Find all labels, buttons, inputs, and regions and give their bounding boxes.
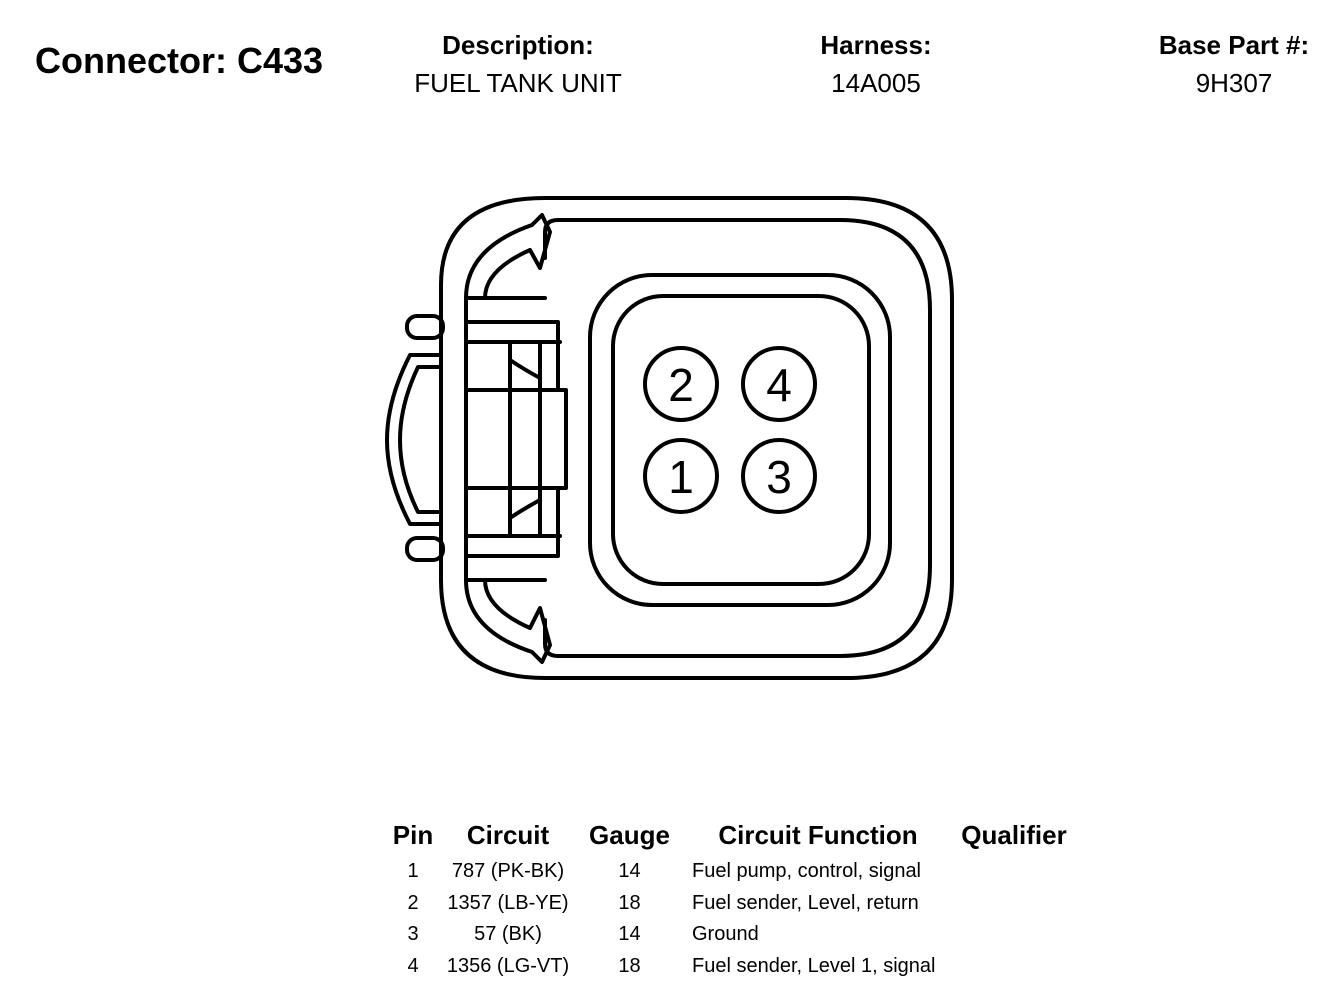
header-function: Circuit Function [718, 820, 918, 850]
row-gauge: 14 [618, 923, 641, 945]
row-circuit: 1357 (LB-YE) [447, 891, 569, 914]
row-qualifier [954, 888, 1074, 920]
pin-cavity-3 [741, 438, 817, 514]
harness-value: 14A005 [831, 68, 921, 98]
row-gauge: 14 [618, 860, 641, 882]
row-circuit: 57 (BK) [474, 923, 542, 945]
lock-lever [385, 353, 443, 526]
row-function: Fuel sender, Level, return [692, 891, 919, 914]
housing-outer [439, 196, 954, 680]
pin-table-header-row: Pin Circuit Gauge Circuit Function Quali… [387, 818, 1074, 856]
harness-block: Harness: 14A005 [776, 30, 976, 98]
description-label: Description: [442, 30, 594, 60]
pin-label-4: 4 [766, 359, 792, 411]
table-row: 3 57 (BK) 14 Ground [387, 919, 1074, 951]
pin-cavity-4 [741, 346, 817, 422]
connector-title: Connector: C433 [35, 40, 324, 81]
description-block: Description: FUEL TANK UNIT [380, 30, 656, 98]
basepart-label: Base Part #: [1158, 30, 1310, 60]
table-row: 4 1356 (LG-VT) 18 Fuel sender, Level 1, … [387, 951, 1074, 983]
row-qualifier [954, 856, 1074, 888]
row-circuit: 1356 (LG-VT) [446, 954, 570, 977]
row-circuit: 787 (PK-BK) [451, 860, 565, 882]
pin-label-3: 3 [766, 451, 792, 503]
row-gauge: 18 [618, 891, 641, 914]
latch-hook-bottom [464, 578, 552, 664]
tpa-key [538, 388, 568, 490]
pin-label-1: 1 [668, 451, 694, 503]
harness-label: Harness: [820, 30, 932, 60]
row-pin: 4 [407, 954, 419, 977]
row-gauge: 18 [618, 954, 641, 977]
basepart-value: 9H307 [1195, 68, 1273, 98]
row-pin: 2 [407, 891, 419, 914]
housing-inner-wall [543, 218, 932, 658]
table-row: 2 1357 (LB-YE) 18 Fuel sender, Level, re… [387, 888, 1074, 920]
header-pin: Pin [392, 820, 434, 850]
lock-tab-top [405, 314, 445, 340]
header-qualifier: Qualifier [961, 820, 1067, 850]
table-row: 1 787 (PK-BK) 14 Fuel pump, control, sig… [387, 856, 1074, 888]
cavity-frame-inner [611, 294, 871, 586]
cavity-frame-outer [588, 273, 892, 607]
header-gauge: Gauge [589, 820, 670, 850]
row-pin: 1 [407, 860, 419, 882]
row-function: Ground [692, 923, 759, 945]
row-qualifier [954, 919, 1074, 951]
basepart-block: Base Part #: 9H307 [1134, 30, 1334, 98]
pin-cavity-2 [643, 346, 719, 422]
pin-cavity-1 [643, 438, 719, 514]
header-circuit: Circuit [466, 820, 550, 850]
lock-tab-bottom [405, 536, 445, 562]
pin-table: Pin Circuit Gauge Circuit Function Quali… [387, 818, 1074, 982]
description-value: FUEL TANK UNIT [414, 68, 622, 98]
row-pin: 3 [407, 923, 419, 945]
row-function: Fuel sender, Level 1, signal [692, 954, 936, 977]
row-qualifier [954, 951, 1074, 983]
row-function: Fuel pump, control, signal [692, 860, 922, 882]
pin-label-2: 2 [668, 359, 694, 411]
latch-hook-top [464, 213, 552, 300]
